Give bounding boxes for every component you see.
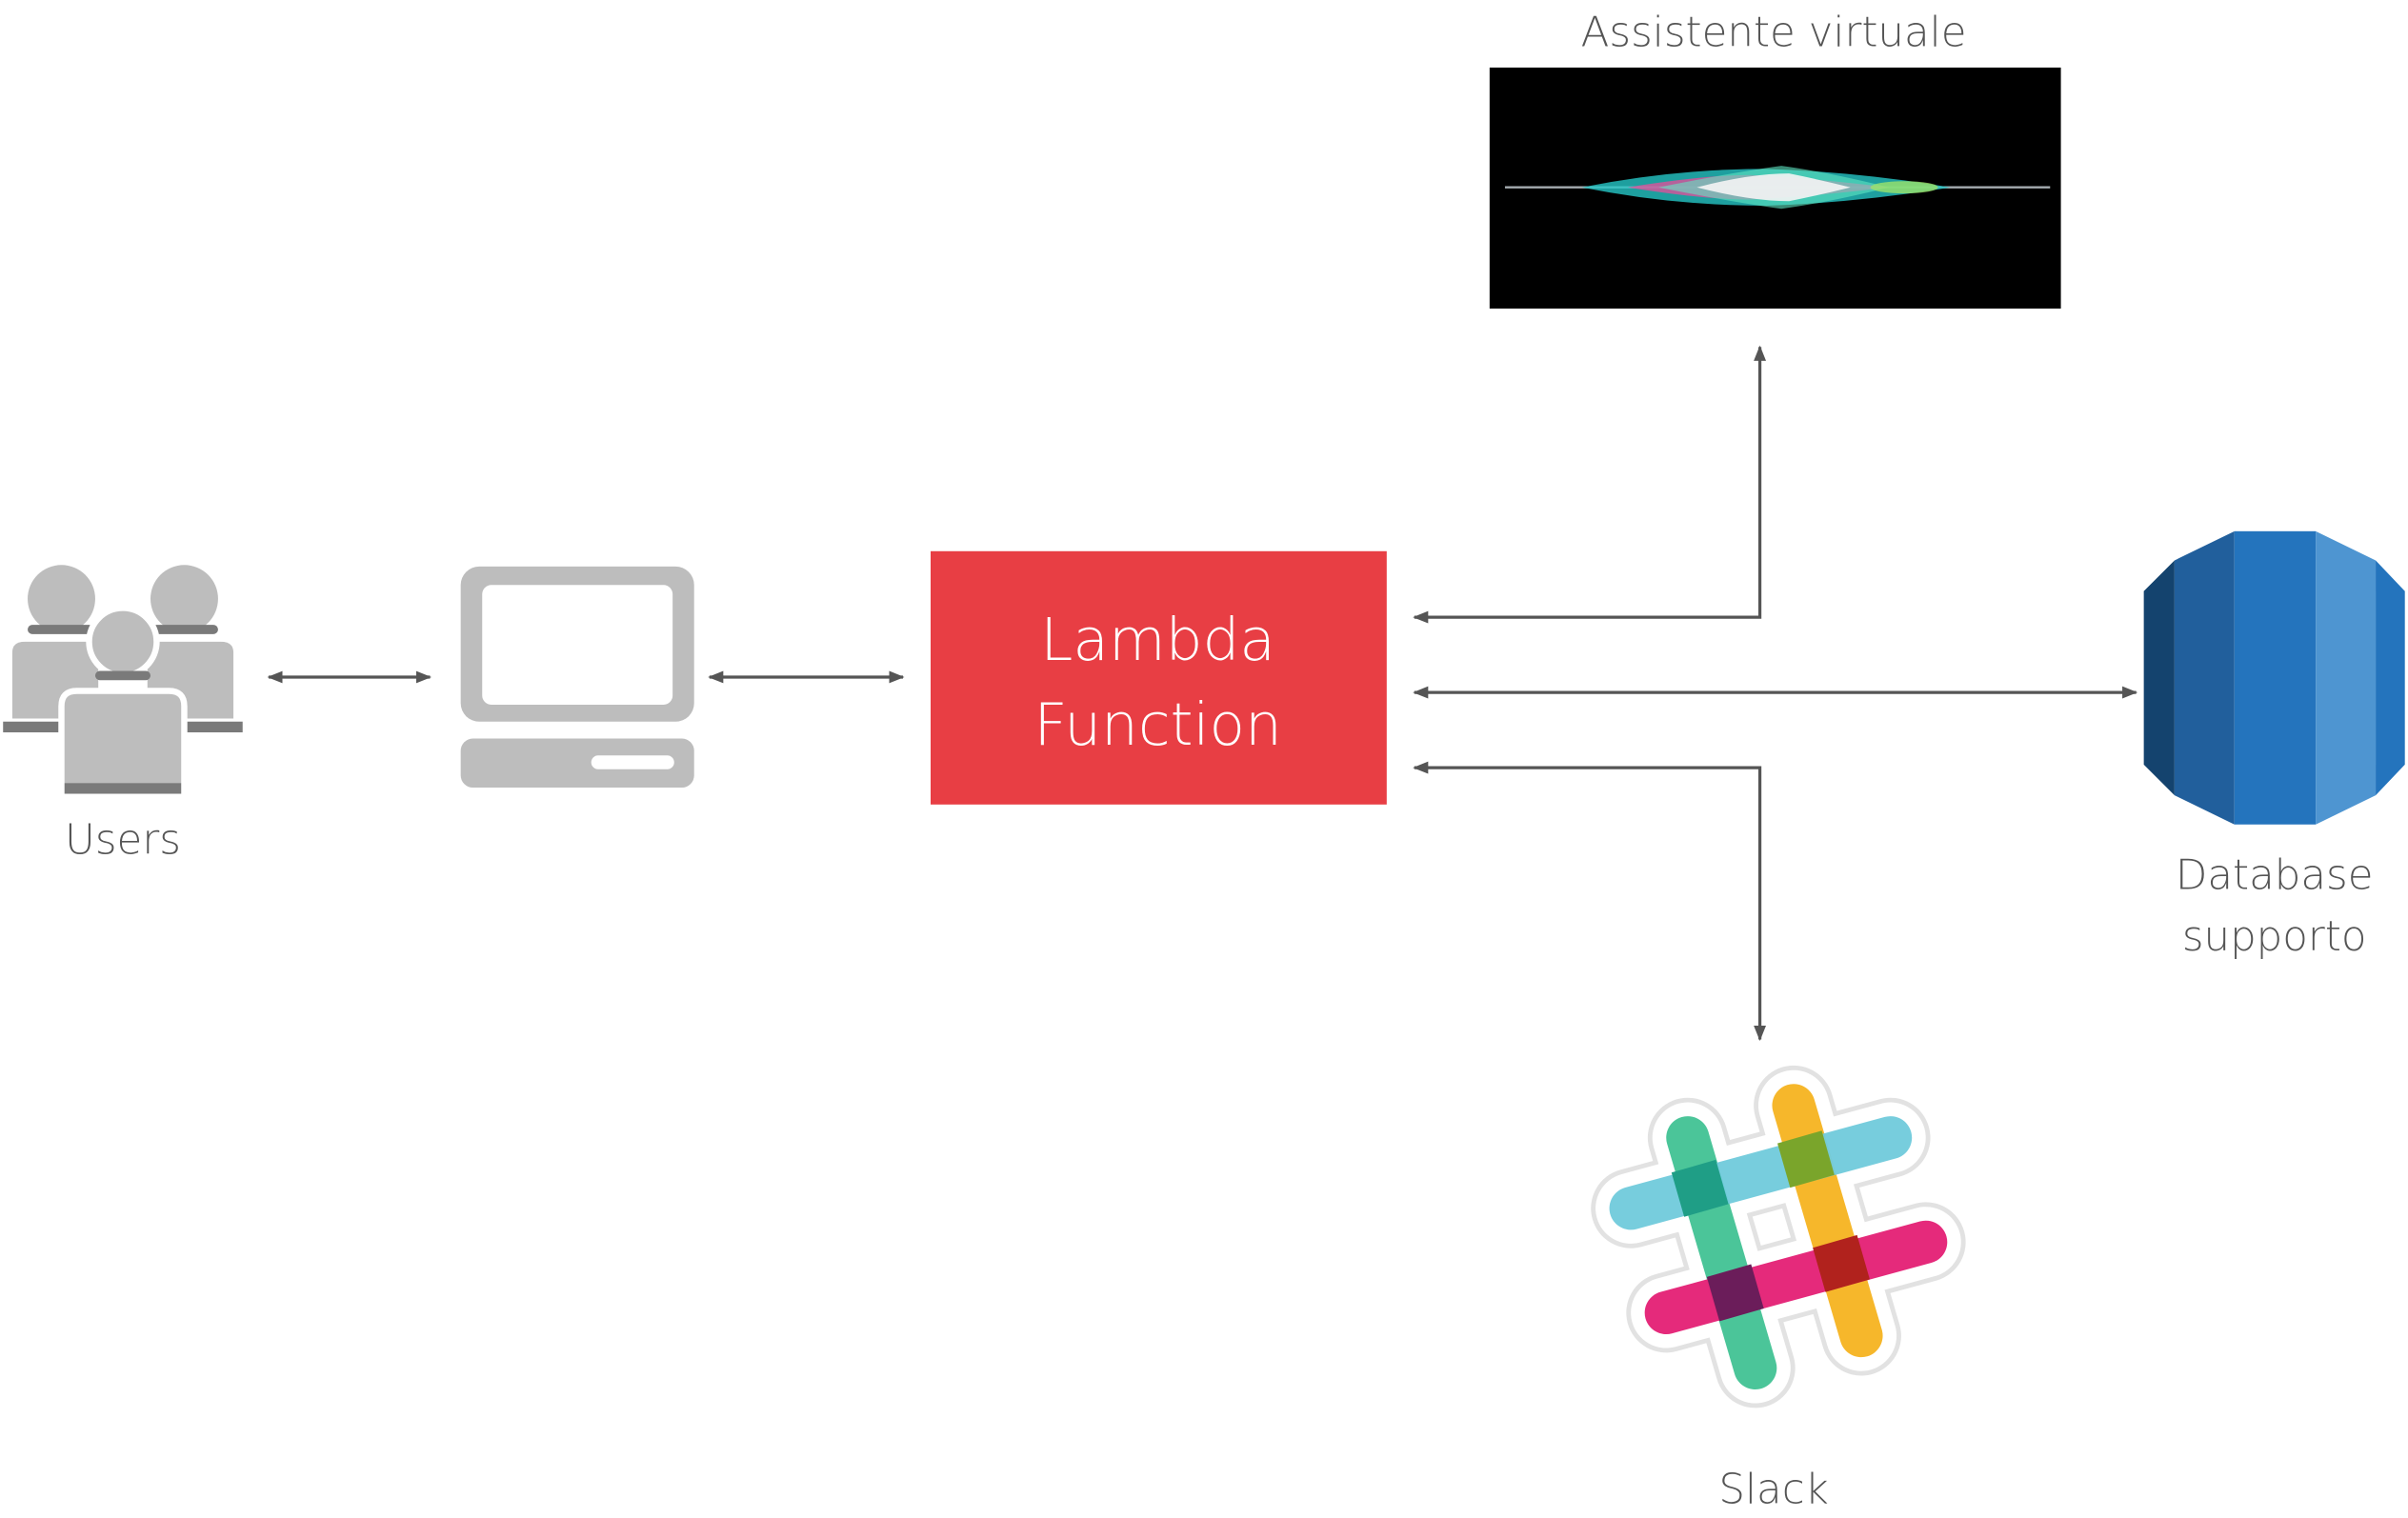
database-label-line2: supporto [2182, 913, 2367, 961]
slack-logo-icon [1591, 1065, 1966, 1408]
users-label: Users [65, 816, 181, 864]
lambda-function-box: Lambda Function [930, 550, 1387, 805]
arrow-lambda-assistant [1413, 345, 1767, 624]
database-cylinder-icon [2143, 530, 2405, 825]
lambda-label-line2: Function [1033, 691, 1282, 759]
users-group-icon [3, 565, 243, 794]
assistant-label: Assistente virtuale [1581, 9, 1967, 56]
arrow-lambda-slack [1413, 761, 1767, 1042]
siri-waveform-icon [1489, 67, 2061, 310]
slack-label: Slack [1718, 1466, 1829, 1512]
lambda-label-line1: Lambda [1040, 607, 1275, 674]
desktop-computer-icon [460, 566, 694, 789]
database-label-line1: Database [2176, 851, 2374, 899]
